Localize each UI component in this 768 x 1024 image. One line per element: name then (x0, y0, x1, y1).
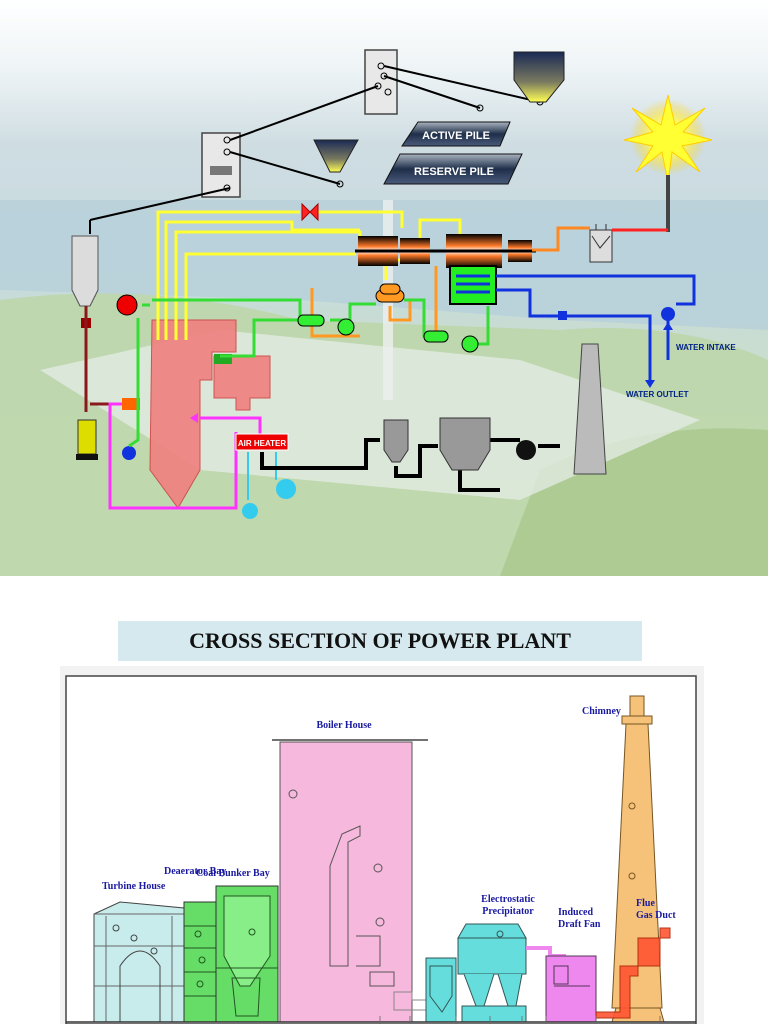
cross-section-title: CROSS SECTION OF POWER PLANT (189, 628, 571, 653)
reserve-pile (383, 153, 523, 185)
steam-turbine (355, 234, 536, 268)
flue-label-line2: Gas Duct (636, 910, 676, 921)
fd-fan-1 (242, 503, 258, 519)
coal-bunker-bay (215, 885, 279, 1023)
chimney (611, 695, 665, 1023)
air-lines (108, 402, 262, 510)
coal-hopper-left (313, 139, 359, 173)
boiler-house-label: Boiler House (316, 720, 372, 731)
active-pile-label: ACTIVE PILE (422, 130, 490, 142)
flue-gas-duct (595, 927, 671, 1019)
lp-heater (423, 330, 449, 343)
idfan-label-line2: Draft Fan (558, 919, 601, 930)
condensate-pump (461, 335, 479, 353)
electrostatic-precipitator (425, 923, 527, 1023)
electrostatic-precipitator (439, 417, 491, 471)
boiler-feed-pump-left (122, 446, 136, 460)
chimney-label: Chimney (582, 706, 621, 717)
coal-conveyor-lines (89, 65, 541, 234)
coal-transfer-tower-upper (364, 49, 398, 115)
water-outlet-label: WATER OUTLET (626, 390, 689, 399)
power-plant-cross-section: Turbine House Deaerator Bay Coal Bunker … (60, 666, 704, 1024)
pulverizer-mill (77, 419, 97, 455)
hp-heater (297, 314, 325, 327)
steam-drum (116, 294, 138, 316)
power-plant-flow-diagram: ACTIVE PILE RESERVE PILE (0, 0, 768, 576)
esp-label-line1: Electrostatic (481, 894, 535, 905)
air-heater-label: AIR HEATER (238, 439, 287, 448)
cooling-water-pump (661, 307, 675, 321)
dimension-marks (379, 1016, 661, 1024)
idfan-label-line1: Induced (558, 907, 593, 918)
coal-bunker-bay-label: Coal Bunker Bay (196, 868, 270, 879)
turbine-house (93, 901, 185, 1023)
coal-hopper-right (513, 51, 565, 103)
deaerator-bay (183, 901, 217, 1023)
burner (122, 398, 140, 410)
cross-section-title-box: CROSS SECTION OF POWER PLANT (118, 621, 642, 661)
flue-label-line1: Flue (636, 898, 655, 909)
transformer-icon (589, 224, 613, 263)
fd-fan-2 (276, 479, 296, 499)
boiler-house (272, 739, 428, 1023)
steam-valve-icon (301, 202, 319, 222)
chimney (573, 343, 607, 475)
coal-bunker (71, 235, 99, 307)
boiler-backpass (213, 355, 271, 411)
coal-transfer-tower-lower (201, 132, 241, 198)
esp-label-line2: Precipitator (482, 906, 534, 917)
air-heater (235, 433, 289, 451)
induced-draft-fan (545, 955, 597, 1023)
condensate-line-to-transformer (532, 226, 590, 252)
boiler-furnace (149, 319, 237, 509)
active-pile (401, 121, 511, 147)
deaerator-bay-label: Deaerator Bay (164, 866, 226, 877)
induced-draft-fan (516, 440, 536, 460)
feed-pump-mid (337, 318, 355, 336)
flue-gas-lines (260, 438, 560, 492)
economizer-hopper (383, 419, 409, 463)
water-intake-label: WATER INTAKE (676, 343, 736, 352)
reserve-pile-label: RESERVE PILE (414, 166, 494, 178)
turbine-house-label: Turbine House (102, 881, 166, 892)
